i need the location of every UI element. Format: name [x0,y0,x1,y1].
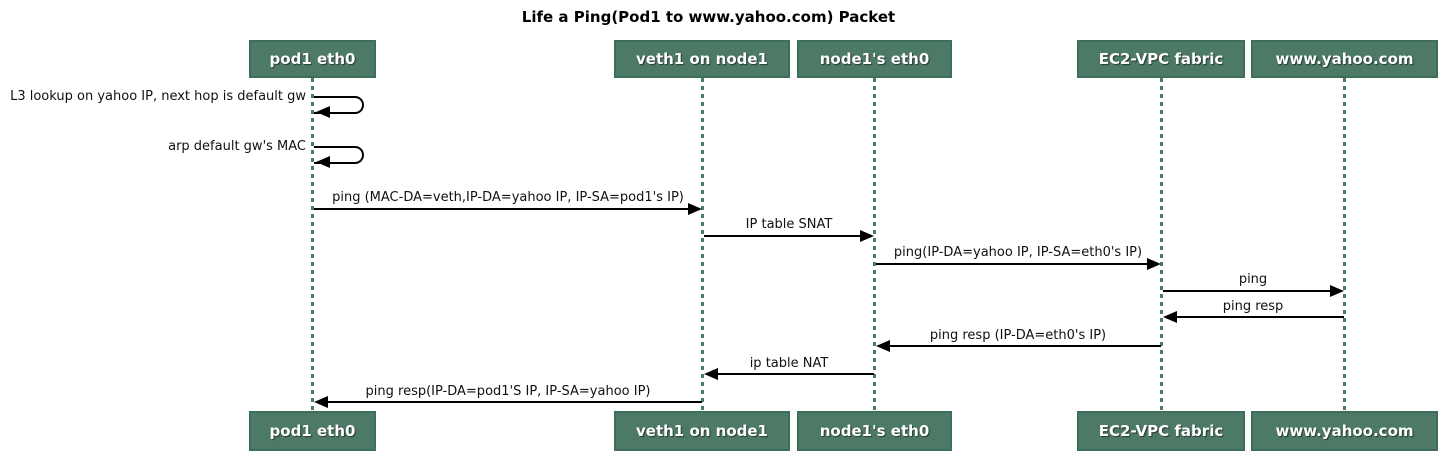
participant-box-node1s-eth0-top: node1's eth0 [797,40,952,78]
arrowhead-right-icon [688,203,702,215]
arrowhead-right-icon [1147,258,1161,270]
message-label: ping (MAC-DA=veth,IP-DA=yahoo IP, IP-SA=… [332,190,684,205]
message-line [704,235,864,237]
message-line [314,208,692,210]
participant-box-pod1-eth0-top: pod1 eth0 [249,40,376,78]
lifeline-node1s-eth0 [873,78,876,413]
participant-label: pod1 eth0 [269,422,356,440]
participant-label: EC2-VPC fabric [1098,50,1224,68]
message-label: ip table NAT [749,356,829,371]
arrowhead-right-icon [860,230,874,242]
participant-label: veth1 on node1 [636,422,768,440]
participant-label: www.yahoo.com [1275,50,1414,68]
diagram-title: Life a Ping(Pod1 to www.yahoo.com) Packe… [521,8,896,26]
message-label: IP table SNAT [745,217,833,232]
arrowhead-left-icon [316,156,330,168]
message-line [324,401,702,403]
message-label: ping resp [1222,299,1284,314]
participant-box-veth1-on-node1-top: veth1 on node1 [614,40,790,78]
participant-box-veth1-on-node1-bottom: veth1 on node1 [614,411,790,451]
arrowhead-left-icon [316,106,330,118]
arrowhead-left-icon [704,368,718,380]
lifeline-pod1-eth0 [311,78,314,413]
participant-box-pod1-eth0-bottom: pod1 eth0 [249,411,376,451]
arrowhead-left-icon [1163,311,1177,323]
arrowhead-left-icon [876,340,890,352]
participant-box-ec2-vpc-fabric-bottom: EC2-VPC fabric [1077,411,1245,451]
message-label: ping [1238,272,1268,287]
message-label: arp default gw's MAC [168,139,306,154]
participant-label: EC2-VPC fabric [1098,422,1224,440]
lifeline-ec2-vpc-fabric [1160,78,1163,413]
lifeline-www-yahoo-com [1343,78,1346,413]
participant-box-node1s-eth0-bottom: node1's eth0 [797,411,952,451]
arrowhead-left-icon [314,396,328,408]
message-label: ping resp(IP-DA=pod1'S IP, IP-SA=yahoo I… [365,384,651,399]
message-line [714,373,874,375]
participant-label: node1's eth0 [819,50,930,68]
message-line [1173,316,1344,318]
participant-label: node1's eth0 [819,422,930,440]
participant-label: www.yahoo.com [1275,422,1414,440]
arrowhead-right-icon [1330,285,1344,297]
self-message-loop [314,96,364,114]
message-line [886,345,1161,347]
participant-label: pod1 eth0 [269,50,356,68]
message-label: ping resp (IP-DA=eth0's IP) [929,328,1107,343]
participant-box-ec2-vpc-fabric-top: EC2-VPC fabric [1077,40,1245,78]
participant-box-www-yahoo-com-top: www.yahoo.com [1251,40,1438,78]
message-label: ping(IP-DA=yahoo IP, IP-SA=eth0's IP) [893,245,1143,260]
message-line [876,263,1151,265]
lifeline-veth1-on-node1 [701,78,704,413]
message-line [1163,290,1334,292]
self-message-loop [314,146,364,164]
message-label: L3 lookup on yahoo IP, next hop is defau… [10,89,306,104]
participant-box-www-yahoo-com-bottom: www.yahoo.com [1251,411,1438,451]
participant-label: veth1 on node1 [636,50,768,68]
